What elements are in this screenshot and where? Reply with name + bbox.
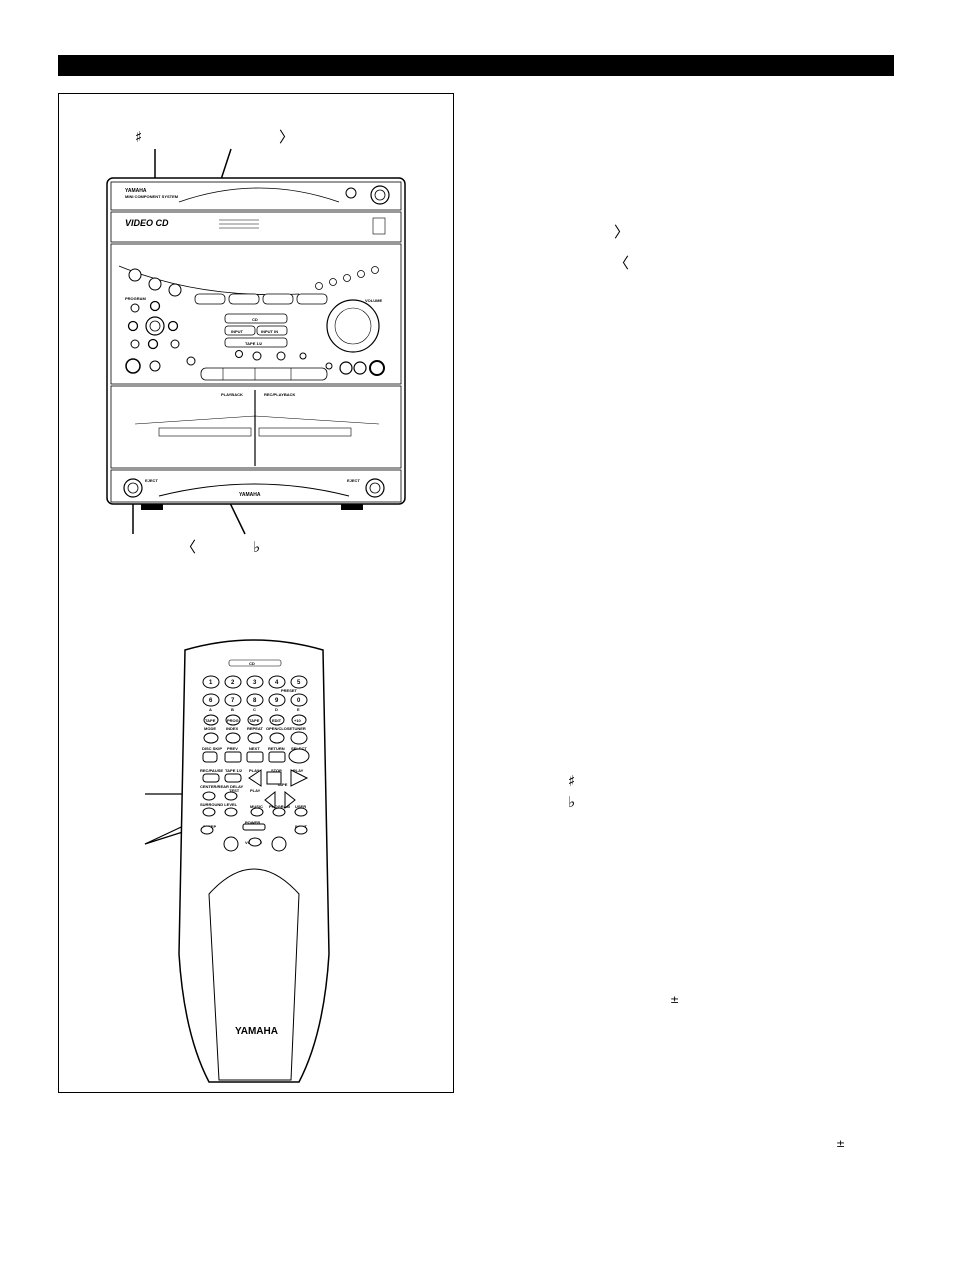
remote-func-plus10: +10 bbox=[294, 718, 302, 723]
remote-play-dsp: PLAY bbox=[250, 788, 261, 793]
remote-user: USER bbox=[295, 804, 306, 809]
remote-tape-label: TAPE bbox=[277, 782, 288, 787]
remote-disc-skip: DISC SKIP bbox=[202, 746, 222, 751]
remote-digit-2: 2 bbox=[231, 680, 235, 686]
remote-program: PROGRAM bbox=[269, 804, 291, 809]
remote-test: TEST bbox=[229, 788, 240, 793]
remote-mode: MODE bbox=[204, 726, 216, 731]
unit-bottom-brand: YAMAHA bbox=[239, 492, 261, 498]
main-unit-illustration: YAMAHA MINI COMPONENT SYSTEM VIDEO CD PR… bbox=[106, 148, 406, 535]
remote-play-2: PLAY bbox=[293, 768, 304, 773]
remote-center-rear-delay: CENTER/REAR DELAY bbox=[200, 784, 244, 789]
remote-illustration: YAMAHA CD 1 bbox=[144, 639, 330, 1083]
unit-brand-top: YAMAHA bbox=[125, 188, 147, 194]
unit-display-label: VIDEO CD bbox=[125, 218, 169, 228]
remote-music: MUSIC bbox=[250, 804, 263, 809]
remote-func-tape: TAPE bbox=[205, 718, 216, 723]
remote-digit-3: 3 bbox=[253, 680, 257, 686]
remote-stop: STOP bbox=[271, 768, 282, 773]
remote-prev: PREV bbox=[227, 746, 238, 751]
remote-open-close: OPEN/CLOSE bbox=[266, 726, 293, 731]
remote-next: NEXT bbox=[249, 746, 260, 751]
remote-letter-e: E bbox=[297, 707, 300, 712]
right-symbol-1: 〉 bbox=[614, 223, 630, 241]
right-symbol-3: ♯ bbox=[568, 772, 576, 790]
remote-digit-5: 5 bbox=[297, 680, 301, 686]
unit-callout-bottom-right: ♭ bbox=[253, 538, 261, 556]
remote-rec-pause: REC/PAUSE bbox=[200, 768, 223, 773]
unit-source-cd: CD bbox=[252, 317, 258, 322]
remote-select: SELECT bbox=[291, 746, 307, 751]
unit-callout-bottom-left: 〈 bbox=[181, 538, 197, 556]
right-symbol-4: ♭ bbox=[568, 793, 576, 811]
unit-rec-playback-label: REC/PLAYBACK bbox=[264, 392, 296, 397]
remote-func-edit: EDIT bbox=[272, 718, 282, 723]
remote-letter-a: A bbox=[209, 707, 212, 712]
section-header-bar bbox=[58, 55, 894, 76]
remote-tape-12: TAPE 1/2 bbox=[225, 768, 243, 773]
remote-power: POWER bbox=[245, 820, 260, 825]
remote-letter-c: C bbox=[253, 707, 256, 712]
unit-eject-left: EJECT bbox=[145, 478, 158, 483]
remote-index: INDEX bbox=[226, 726, 239, 731]
remote-return: RETURN bbox=[268, 746, 285, 751]
unit-source-input: INPUT bbox=[231, 329, 244, 334]
remote-digit-7: 7 bbox=[231, 698, 235, 704]
remote-letter-d: D bbox=[275, 707, 278, 712]
remote-digit-6: 6 bbox=[209, 698, 213, 704]
remote-func-prog: PROG bbox=[227, 718, 239, 723]
right-symbol-2: 〈 bbox=[614, 254, 630, 272]
remote-tuner: TUNER bbox=[292, 726, 306, 731]
unit-playback-label: PLAYBACK bbox=[221, 392, 243, 397]
remote-surround-level: SURROUND LEVEL bbox=[200, 802, 238, 807]
remote-digit-1: 1 bbox=[209, 680, 213, 686]
remote-letter-b: B bbox=[231, 707, 234, 712]
remote-top-label: CD bbox=[249, 661, 255, 666]
unit-eject-right: EJECT bbox=[347, 478, 360, 483]
unit-volume-label: VOLUME bbox=[365, 298, 382, 303]
unit-program-label: PROGRAM bbox=[125, 296, 147, 301]
remote-preset-label: PRESET bbox=[281, 688, 298, 693]
remote-digit-0: 0 bbox=[297, 698, 301, 704]
figure-frame: YAMAHA MINI COMPONENT SYSTEM VIDEO CD PR… bbox=[58, 93, 454, 1093]
right-symbol-6: ± bbox=[836, 1137, 846, 1150]
remote-digit-8: 8 bbox=[253, 698, 257, 704]
unit-model-line: MINI COMPONENT SYSTEM bbox=[125, 194, 179, 199]
unit-callout-top-right: 〉 bbox=[279, 128, 295, 146]
unit-source-tape: TAPE 1/2 bbox=[245, 341, 263, 346]
remote-func-tape2: TAPE bbox=[249, 718, 260, 723]
remote-digit-4: 4 bbox=[275, 680, 279, 686]
unit-source-input-in: INPUT IN bbox=[261, 329, 278, 334]
remote-digit-9: 9 bbox=[275, 698, 279, 704]
remote-repeat: REPEAT bbox=[247, 726, 263, 731]
right-symbol-5: ± bbox=[670, 993, 680, 1006]
unit-callout-top-left: ♯ bbox=[135, 128, 143, 146]
remote-brand: YAMAHA bbox=[235, 1026, 278, 1037]
remote-play-1: PLAY bbox=[249, 768, 260, 773]
